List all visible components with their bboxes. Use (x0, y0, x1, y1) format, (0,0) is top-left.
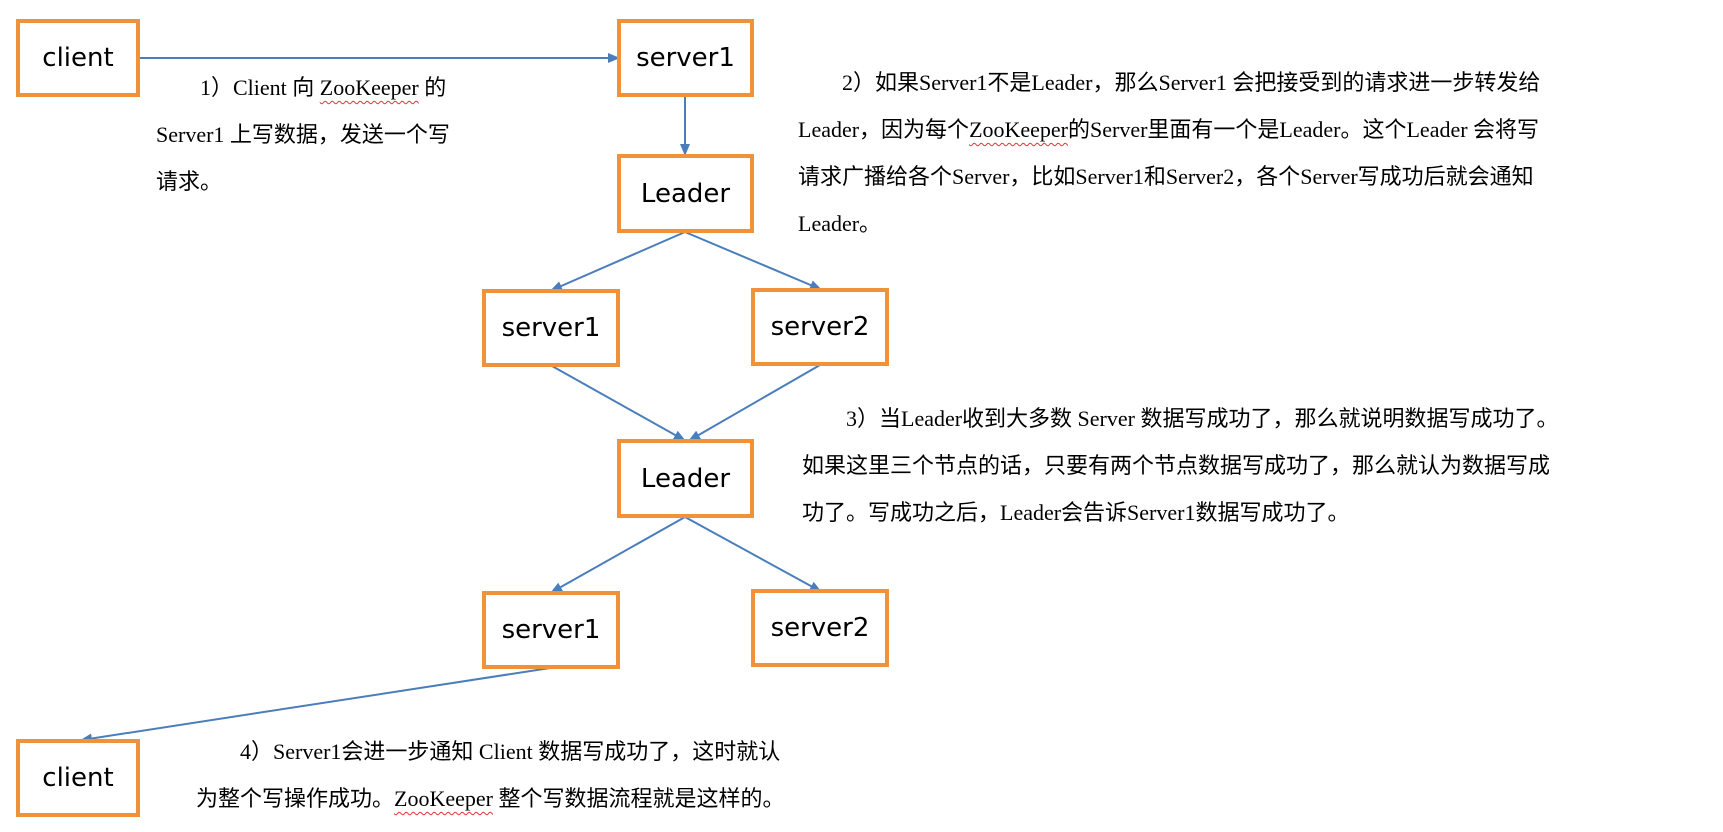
step1-line3: 请求。 (156, 169, 223, 194)
step1-zookeeper: ZooKeeper (319, 75, 419, 100)
arrow-server1-to-leader2 (551, 365, 686, 441)
step4-line2-end: 整个写数据流程就是这样的。 (492, 786, 785, 811)
node-server1-mid: server1 (482, 289, 620, 367)
arrow-server1-to-client (80, 667, 551, 744)
step2-line1: 2）如果Server1不是Leader，那么Server1 会把接受到的请求进一… (842, 70, 1541, 95)
step3-line2: 如果这里三个节点的话，只要有两个节点数据写成功了，那么就认为数据写成 (802, 453, 1551, 478)
step2-line2-start: Leader，因为每个 (798, 117, 970, 142)
step2-line3: 请求广播给各个Server，比如Server1和Server2，各个Server… (798, 164, 1534, 189)
step2-line2: Leader，因为每个ZooKeeper的Server里面有一个是Leader。… (798, 106, 1710, 153)
step2-line2-end: 的Server里面有一个是Leader。这个Leader 会将写 (1068, 117, 1540, 142)
node-server1-bottom: server1 (482, 591, 620, 669)
arrow-leader2-to-server1 (550, 516, 686, 593)
node-server2-bottom: server2 (751, 589, 889, 667)
step1-line1: 1）Client 向 ZooKeeper 的 (156, 64, 526, 111)
step1-note: 1）Client 向 ZooKeeper 的 Server1 上写数据，发送一个… (156, 64, 526, 205)
step3-line1: 3）当Leader收到大多数 Server 数据写成功了，那么就说明数据写成功了… (846, 406, 1559, 431)
step2-zookeeper: ZooKeeper (969, 117, 1069, 142)
arrow-leader-to-server2 (684, 231, 822, 290)
step4-zookeeper: ZooKeeper (394, 786, 493, 811)
step2-line4: Leader。 (798, 211, 882, 236)
node-server1-top: server1 (617, 19, 754, 97)
step4-line2: 为整个写操作成功。ZooKeeper 整个写数据流程就是这样的。 (196, 775, 916, 822)
node-leader-2: Leader (617, 439, 754, 518)
arrow-leader2-to-server2 (684, 516, 822, 592)
step1-line2: Server1 上写数据，发送一个写 (156, 122, 450, 147)
step2-note: 2）如果Server1不是Leader，那么Server1 会把接受到的请求进一… (798, 59, 1710, 247)
node-client-top: client (16, 19, 140, 97)
node-leader-1: Leader (617, 154, 754, 233)
node-client-bottom: client (16, 739, 140, 817)
step1-line1-start: 1）Client 向 (200, 75, 320, 100)
arrow-server2-to-leader2 (688, 364, 821, 441)
step1-line1-end: 的 (418, 75, 447, 100)
step4-note: 4）Server1会进一步通知 Client 数据写成功了，这时就认 为整个写操… (196, 728, 916, 822)
node-server2-mid: server2 (751, 288, 889, 366)
step3-note: 3）当Leader收到大多数 Server 数据写成功了，那么就说明数据写成功了… (802, 395, 1712, 536)
step4-line2-start: 为整个写操作成功。 (196, 786, 395, 811)
step4-line1: 4）Server1会进一步通知 Client 数据写成功了，这时就认 (240, 739, 781, 764)
arrow-leader-to-server1 (550, 231, 686, 291)
step3-line3: 功了。写成功之后，Leader会告诉Server1数据写成功了。 (802, 500, 1350, 525)
